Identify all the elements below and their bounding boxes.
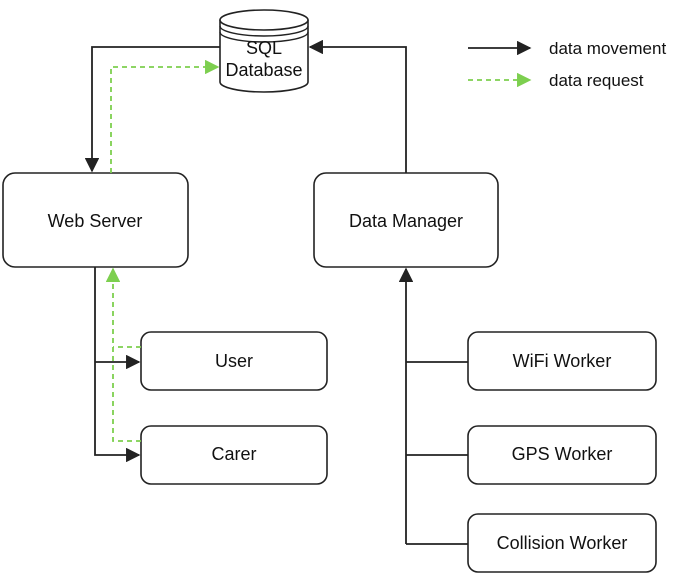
sql-database-node: SQL Database: [219, 9, 309, 93]
wifi-worker-node: WiFi Worker: [467, 331, 657, 391]
webserver-to-carer-trunk: [94, 267, 141, 463]
carer-to-webserver-request: [105, 267, 141, 442]
carer-label: Carer: [211, 444, 256, 464]
legend-data-request-label: data request: [549, 71, 644, 90]
user-node: User: [140, 331, 328, 391]
data-manager-label: Data Manager: [349, 211, 463, 231]
sql-database-label-line1: SQL: [246, 38, 282, 58]
sql-database-label-line2: Database: [225, 60, 302, 80]
gps-worker-node: GPS Worker: [467, 425, 657, 485]
db-to-webserver-arrow: [84, 46, 220, 173]
collision-worker-label: Collision Worker: [497, 533, 628, 553]
web-server-node: Web Server: [2, 172, 189, 268]
web-server-label: Web Server: [48, 211, 143, 231]
webserver-to-db-request-arrow: [110, 59, 220, 173]
carer-node: Carer: [140, 425, 328, 485]
legend-data-movement-label: data movement: [549, 39, 666, 58]
datamanager-to-db-arrow: [308, 39, 407, 173]
legend: data movement data request: [468, 39, 666, 90]
user-label: User: [215, 351, 253, 371]
gps-worker-label: GPS Worker: [512, 444, 613, 464]
collision-worker-node: Collision Worker: [467, 513, 657, 573]
wifi-worker-label: WiFi Worker: [513, 351, 612, 371]
data-manager-node: Data Manager: [313, 172, 499, 268]
